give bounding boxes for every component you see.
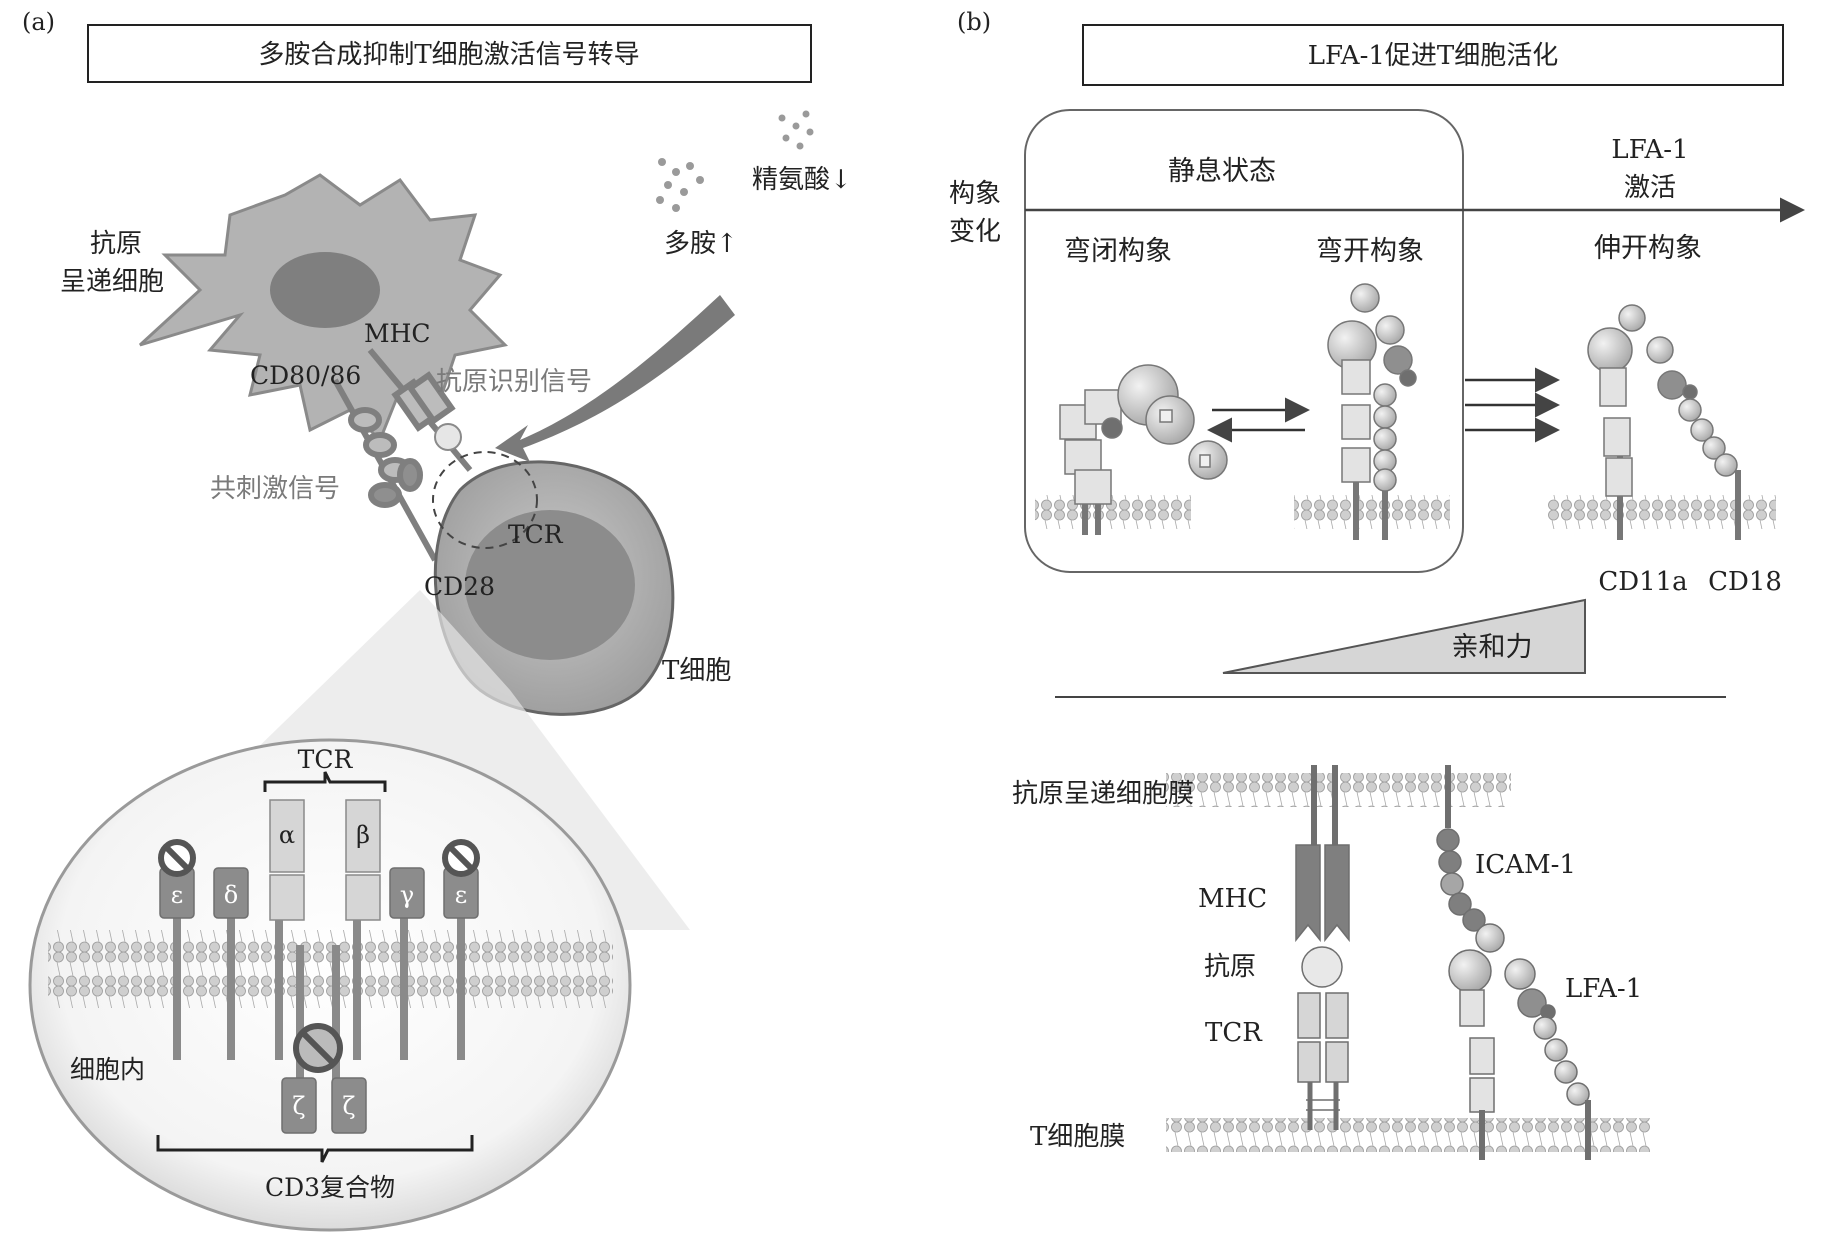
antigen-signal-label: 抗原识别信号 xyxy=(436,367,592,397)
conformation-change-line2: 变化 xyxy=(949,217,1001,247)
lfa1-label: LFA-1 xyxy=(1565,974,1642,1004)
apc-label-line2: 呈递细胞 xyxy=(60,267,164,297)
t-cell-nucleus xyxy=(465,510,635,660)
gamma-label: γ xyxy=(400,881,414,909)
costim-signal-label: 共刺激信号 xyxy=(210,474,340,504)
panel-b-label: (b) xyxy=(957,8,991,36)
panel-a-title: 多胺合成抑制T细胞激活信号转导 xyxy=(258,40,639,70)
beta-label: β xyxy=(356,821,370,849)
tcr-label-a: TCR xyxy=(508,520,564,549)
icam1-lfa1-complex xyxy=(1436,765,1591,1160)
apc-label-line1: 抗原 xyxy=(90,229,142,259)
t-membrane-label: T细胞膜 xyxy=(1030,1122,1125,1152)
zeta-right-label: ζ xyxy=(342,1092,355,1120)
alpha-label: α xyxy=(279,821,295,849)
epsilon-right-label: ε xyxy=(455,881,467,909)
antigen-presenting-cell xyxy=(138,173,509,443)
panel-b-title-box xyxy=(1082,24,1784,86)
cd3-bracket xyxy=(156,1135,474,1163)
tcr-label-b: TCR xyxy=(1205,1018,1263,1048)
cd80-86-label: CD80/86 xyxy=(250,361,361,390)
membrane-bent-open xyxy=(1294,495,1450,529)
alpha-upper-block xyxy=(269,799,305,873)
zoom-membrane xyxy=(48,930,613,1008)
antigen-label-b: 抗原 xyxy=(1204,952,1256,982)
zeta-right-block xyxy=(331,1077,367,1134)
alpha-lower-block xyxy=(269,874,305,921)
cd18-label: CD18 xyxy=(1708,567,1782,597)
t-membrane-strip xyxy=(1166,1118,1651,1152)
extended-open-label: 伸开构象 xyxy=(1594,233,1702,264)
receptor-stalks xyxy=(332,348,473,562)
integrin-bent-open xyxy=(1327,283,1417,540)
zeta-left-block xyxy=(281,1077,317,1134)
resting-state-box xyxy=(1024,109,1464,573)
t-cell-label: T细胞 xyxy=(662,656,731,686)
cd28-label: CD28 xyxy=(424,572,495,601)
tcr-bracket xyxy=(263,771,387,792)
mhc-tcr-complex xyxy=(1295,765,1350,1130)
panel-b-title: LFA-1促进T细胞活化 xyxy=(1308,41,1559,71)
lfa1-activation-line2: 激活 xyxy=(1624,173,1676,203)
mhc-label-a: MHC xyxy=(364,319,431,348)
zeta-left-label: ζ xyxy=(292,1092,305,1120)
apc-membrane-strip xyxy=(1166,773,1511,807)
zoom-tcr-label: TCR xyxy=(298,745,354,774)
delta-label: δ xyxy=(224,881,238,909)
polyamine-inhibition-arrow xyxy=(495,295,735,462)
cd11a-label: CD11a xyxy=(1598,567,1687,597)
resting-state-label: 静息状态 xyxy=(1168,156,1276,187)
t-cell xyxy=(433,460,675,716)
panel-a-label: (a) xyxy=(22,8,55,36)
block-icons xyxy=(158,839,480,1073)
integrin-bent-closed xyxy=(1059,364,1228,535)
conformation-change-line1: 构象 xyxy=(949,179,1001,209)
affinity-triangle xyxy=(1222,598,1586,674)
intracellular-label: 细胞内 xyxy=(70,1055,145,1084)
antigen-bead xyxy=(434,423,462,451)
icam1-label: ICAM-1 xyxy=(1475,850,1576,880)
mhc-label-b: MHC xyxy=(1198,884,1267,914)
arginine-label: 精氨酸↓ xyxy=(752,165,852,195)
apc-nucleus xyxy=(270,252,380,328)
delta-block xyxy=(213,867,249,919)
tcr-zoom-inset xyxy=(28,738,632,1232)
bent-closed-label: 弯闭构象 xyxy=(1064,236,1172,267)
epsilon-left-label: ε xyxy=(171,881,183,909)
integrin-extended xyxy=(1587,304,1741,540)
equilibrium-arrows xyxy=(1207,397,1310,443)
membrane-extended xyxy=(1548,495,1776,529)
affinity-label: 亲和力 xyxy=(1452,632,1533,663)
polyamine-label: 多胺↑ xyxy=(664,229,738,259)
beta-lower-block xyxy=(345,874,381,921)
molecule-dots xyxy=(656,110,814,212)
lfa1-activation-line1: LFA-1 xyxy=(1611,135,1688,165)
apc-membrane-label: 抗原呈递细胞膜 xyxy=(1012,779,1194,809)
gamma-block xyxy=(389,867,425,919)
cd3-complex-label: CD3复合物 xyxy=(265,1173,395,1202)
activation-arrows xyxy=(1465,367,1560,443)
beta-upper-block xyxy=(345,799,381,873)
panel-a-title-box xyxy=(87,24,812,83)
bent-open-label: 弯开构象 xyxy=(1316,236,1424,267)
synapse-dashed-circle xyxy=(432,451,538,549)
membrane-bent-closed xyxy=(1035,495,1191,529)
